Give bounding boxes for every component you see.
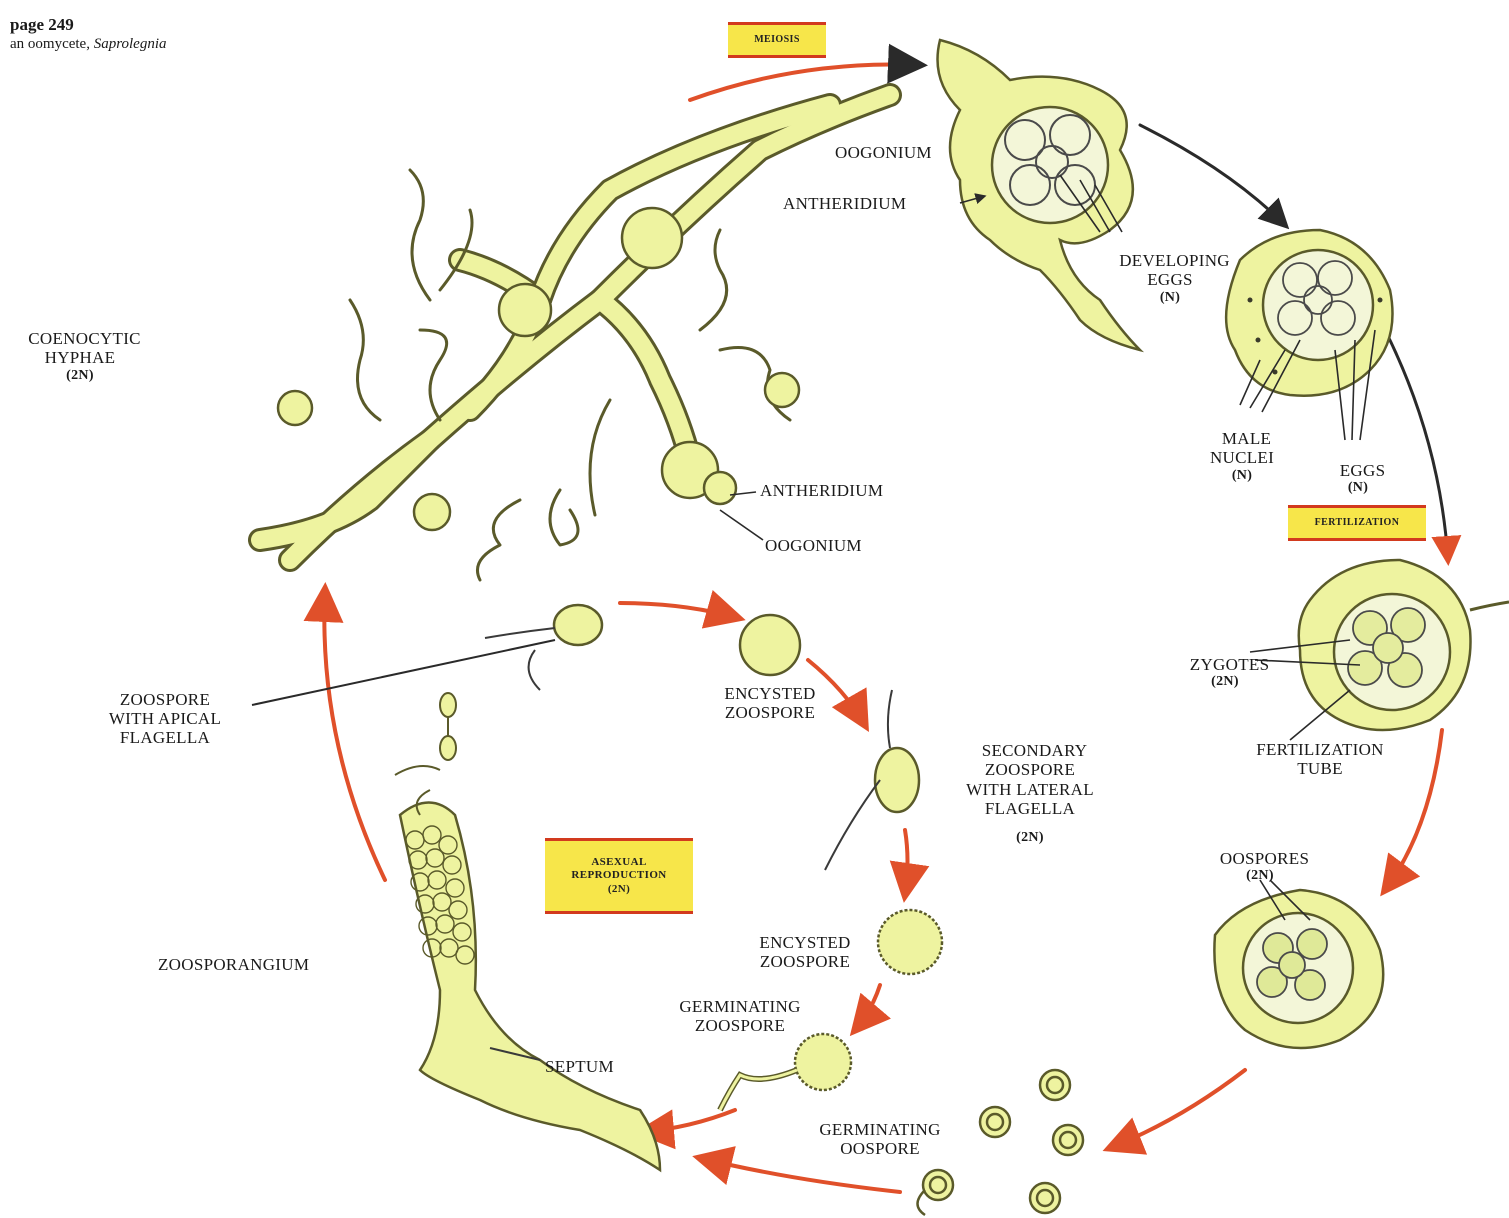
arrow-oogonium-to-eggs: [1140, 125, 1285, 225]
label-germinating-oospore: GERMINATING OOSPORE: [790, 1120, 970, 1158]
label-oospores: OOSPORES(2n): [1195, 830, 1325, 903]
label-germinating-zoospore: GERMINATING ZOOSPORE: [640, 997, 840, 1035]
figure-subtitle: an oomycete, Saprolegnia: [10, 35, 167, 54]
zygotes-fertilization-tube-drawing: [1299, 560, 1509, 730]
label-oogonium-top: OOGONIUM: [835, 143, 932, 162]
oospores-drawing: [1214, 890, 1383, 1048]
label-zygotes: ZYGOTES(2n): [1175, 636, 1275, 709]
encysted-zoospore-2-drawing: [878, 910, 942, 974]
arrow-germinating-oospore-left: [700, 1158, 900, 1192]
zoospore-apical-drawing: [252, 605, 602, 705]
label-encysted-zoospore-1: ENCYSTED ZOOSPORE: [695, 684, 845, 722]
label-eggs: EGGS(n): [1318, 442, 1398, 515]
label-antheridium-mid: ANTHERIDIUM: [760, 481, 883, 500]
eggs-male-nuclei-drawing: [1226, 230, 1392, 396]
meiosis-badge: MEIOSIS: [728, 22, 826, 58]
label-antheridium-top: ANTHERIDIUM: [783, 194, 906, 213]
asexual-reproduction-badge: ASEXUAL REPRODUCTION (2n): [545, 838, 693, 914]
label-zoospore-apical: ZOOSPORE WITH APICAL FLAGELLA: [80, 690, 250, 748]
page-number: page 249: [10, 14, 167, 35]
subtitle-genus: Saprolegnia: [94, 36, 167, 52]
coenocytic-hyphae-drawing: [260, 95, 890, 580]
label-zoosporangium: ZOOSPORANGIUM: [158, 955, 309, 974]
zoosporangium-drawing: [395, 693, 660, 1170]
arrow-zoospore-to-encysted: [620, 603, 738, 618]
arrow-to-septum-region: [642, 1110, 735, 1132]
arrow-oospore-to-germinating: [1110, 1070, 1245, 1148]
germinating-zoospore-drawing: [720, 1034, 851, 1110]
label-male-nuclei: MALE NUCLEI(n): [1192, 410, 1292, 503]
label-septum: SEPTUM: [545, 1057, 614, 1076]
label-encysted-zoospore-2: ENCYSTED ZOOSPORE: [730, 933, 880, 971]
label-secondary-zoospore: SECONDARY ZOOSPORE WITH LATERAL FLAGELLA…: [940, 722, 1120, 865]
page-header: page 249 an oomycete, Saprolegnia: [10, 14, 167, 54]
label-developing-eggs: DEVELOPING EGGS(n): [1090, 232, 1250, 325]
arrow-encysted-to-germinating: [855, 985, 880, 1030]
label-coenocytic-hyphae: COENOCYTIC HYPHAE(2n): [10, 310, 150, 403]
label-oogonium-mid: OOGONIUM: [765, 536, 862, 555]
arrow-zoosporangium-up: [324, 590, 385, 880]
label-fertilization-tube: FERTILIZATION TUBE: [1220, 740, 1420, 778]
subtitle-prefix: an oomycete,: [10, 36, 94, 52]
encysted-zoospore-1-drawing: [740, 615, 800, 675]
arrow-secondary-to-encysted: [905, 830, 908, 895]
